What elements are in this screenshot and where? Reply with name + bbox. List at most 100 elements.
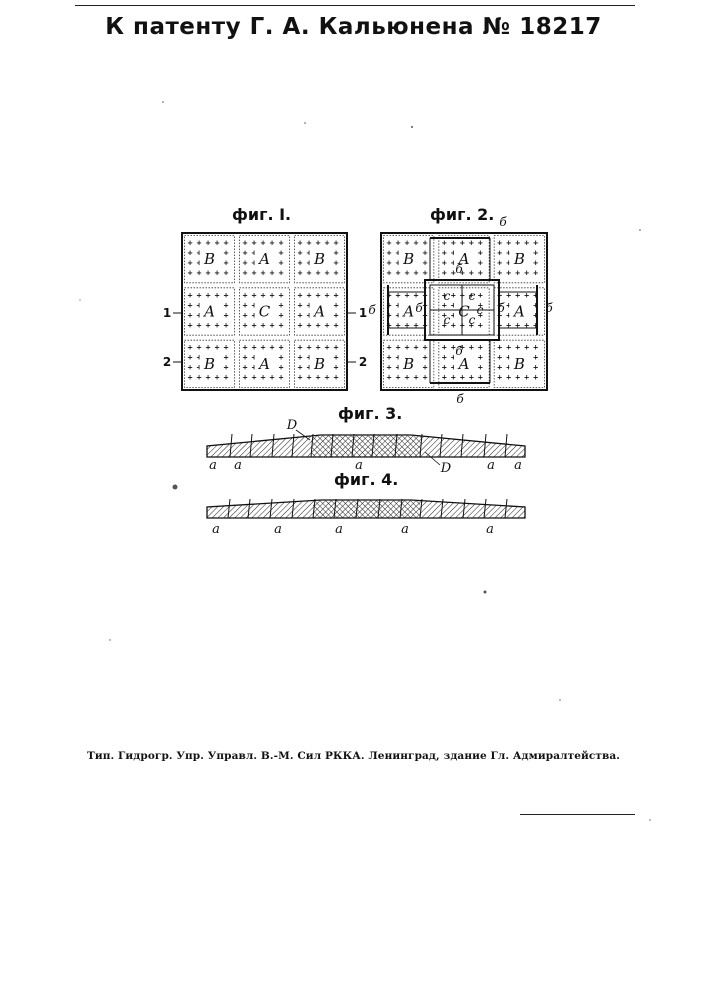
grid-plus-mark: + — [278, 269, 284, 277]
cell-label: A — [257, 355, 270, 373]
grid-plus-mark: + — [205, 374, 211, 382]
grid-plus-mark: + — [242, 311, 248, 319]
grid-plus-mark: + — [333, 249, 339, 257]
grid-plus-mark: + — [223, 291, 229, 299]
grid-plus-mark: + — [441, 269, 447, 277]
grid-plus-mark: + — [333, 374, 339, 382]
grid-plus-mark: + — [333, 301, 339, 309]
grid-plus-mark: + — [506, 374, 512, 382]
grid-plus-mark: + — [242, 344, 248, 352]
label-a: a — [487, 458, 495, 473]
grid-plus-mark: + — [278, 239, 284, 247]
grid-plus-mark: + — [386, 269, 392, 277]
grid-plus-mark: + — [278, 354, 284, 362]
inner-label-c: c — [469, 289, 476, 303]
clamp-label: б — [456, 392, 464, 406]
clamp-label: б — [415, 301, 423, 315]
grid-plus-mark: + — [477, 259, 483, 267]
grid-plus-mark: + — [187, 259, 193, 267]
grid-plus-mark: + — [533, 239, 539, 247]
grid-plus-mark: + — [223, 249, 229, 257]
cell-label: A — [512, 303, 525, 321]
grid-plus-mark: + — [251, 269, 257, 277]
grid-plus-mark: + — [404, 344, 410, 352]
label-a: a — [514, 458, 522, 473]
grid-plus-mark: + — [395, 344, 401, 352]
grid-plus-mark: + — [422, 344, 428, 352]
grid-plus-mark: + — [441, 259, 447, 267]
grid-plus-mark: + — [214, 321, 220, 329]
grid-plus-mark: + — [278, 364, 284, 372]
grid-plus-mark: + — [223, 269, 229, 277]
grid-plus-mark: + — [333, 269, 339, 277]
grid-plus-mark: + — [506, 291, 512, 299]
grid-plus-mark: + — [196, 291, 202, 299]
grid-plus-mark: + — [269, 374, 275, 382]
grid-plus-mark: + — [196, 344, 202, 352]
grid-plus-mark: + — [404, 269, 410, 277]
grid-plus-mark: + — [315, 239, 321, 247]
grid-plus-mark: + — [269, 269, 275, 277]
grid-plus-mark: + — [214, 291, 220, 299]
grid-plus-mark: + — [196, 269, 202, 277]
grid-plus-mark: + — [242, 364, 248, 372]
grid-plus-mark: + — [333, 321, 339, 329]
grid-plus-mark: + — [506, 239, 512, 247]
grid-plus-mark: + — [422, 364, 428, 372]
grid-plus-mark: + — [324, 239, 330, 247]
grid-plus-mark: + — [459, 374, 465, 382]
grid-plus-mark: + — [187, 374, 193, 382]
fig3-section: aaaaaDD — [207, 418, 525, 476]
cell-label: B — [203, 250, 215, 268]
fig4-section: aaaaa — [207, 499, 525, 537]
grid-plus-mark: + — [333, 311, 339, 319]
grid-plus-mark: + — [477, 344, 483, 352]
grid-plus-mark: + — [441, 239, 447, 247]
grid-plus-mark: + — [468, 239, 474, 247]
grid-plus-mark: + — [187, 269, 193, 277]
cell-label: B — [313, 355, 325, 373]
grid-plus-mark: + — [214, 344, 220, 352]
label-a: a — [401, 522, 409, 537]
speck — [649, 819, 650, 820]
grid-plus-mark: + — [497, 239, 503, 247]
grid-plus-mark: + — [187, 321, 193, 329]
grid-plus-mark: + — [187, 239, 193, 247]
grid-plus-mark: + — [386, 374, 392, 382]
grid-plus-mark: + — [515, 269, 521, 277]
grid-plus-mark: + — [251, 321, 257, 329]
grid-plus-mark: + — [459, 239, 465, 247]
grid-plus-mark: + — [324, 374, 330, 382]
grid-plus-mark: + — [297, 291, 303, 299]
grid-plus-mark: + — [404, 239, 410, 247]
grid-plus-mark: + — [187, 291, 193, 299]
grid-plus-mark: + — [333, 239, 339, 247]
grid-plus-mark: + — [533, 249, 539, 257]
grid-plus-mark: + — [315, 321, 321, 329]
grid-plus-mark: + — [386, 249, 392, 257]
grid-plus-mark: + — [315, 374, 321, 382]
grid-plus-mark: + — [422, 239, 428, 247]
cell-label: A — [401, 303, 414, 321]
grid-plus-mark: + — [422, 354, 428, 362]
grid-plus-mark: + — [324, 269, 330, 277]
grid-plus-mark: + — [524, 291, 530, 299]
label-a: a — [274, 522, 282, 537]
grid-plus-mark: + — [205, 344, 211, 352]
grid-plus-mark: + — [468, 374, 474, 382]
grid-plus-mark: + — [278, 374, 284, 382]
inner-label-c: c — [469, 313, 476, 327]
grid-plus-mark: + — [196, 321, 202, 329]
paper-specks — [79, 101, 650, 821]
cell-label: B — [203, 355, 215, 373]
grid-plus-mark: + — [187, 354, 193, 362]
grid-plus-mark: + — [413, 269, 419, 277]
clamp-label: б — [455, 262, 463, 276]
grid-plus-mark: + — [242, 354, 248, 362]
label-a: a — [355, 458, 363, 473]
grid-plus-mark: + — [324, 344, 330, 352]
grid-plus-mark: + — [278, 344, 284, 352]
grid-plus-mark: + — [205, 291, 211, 299]
grid-plus-mark: + — [441, 374, 447, 382]
grid-plus-mark: + — [223, 301, 229, 309]
